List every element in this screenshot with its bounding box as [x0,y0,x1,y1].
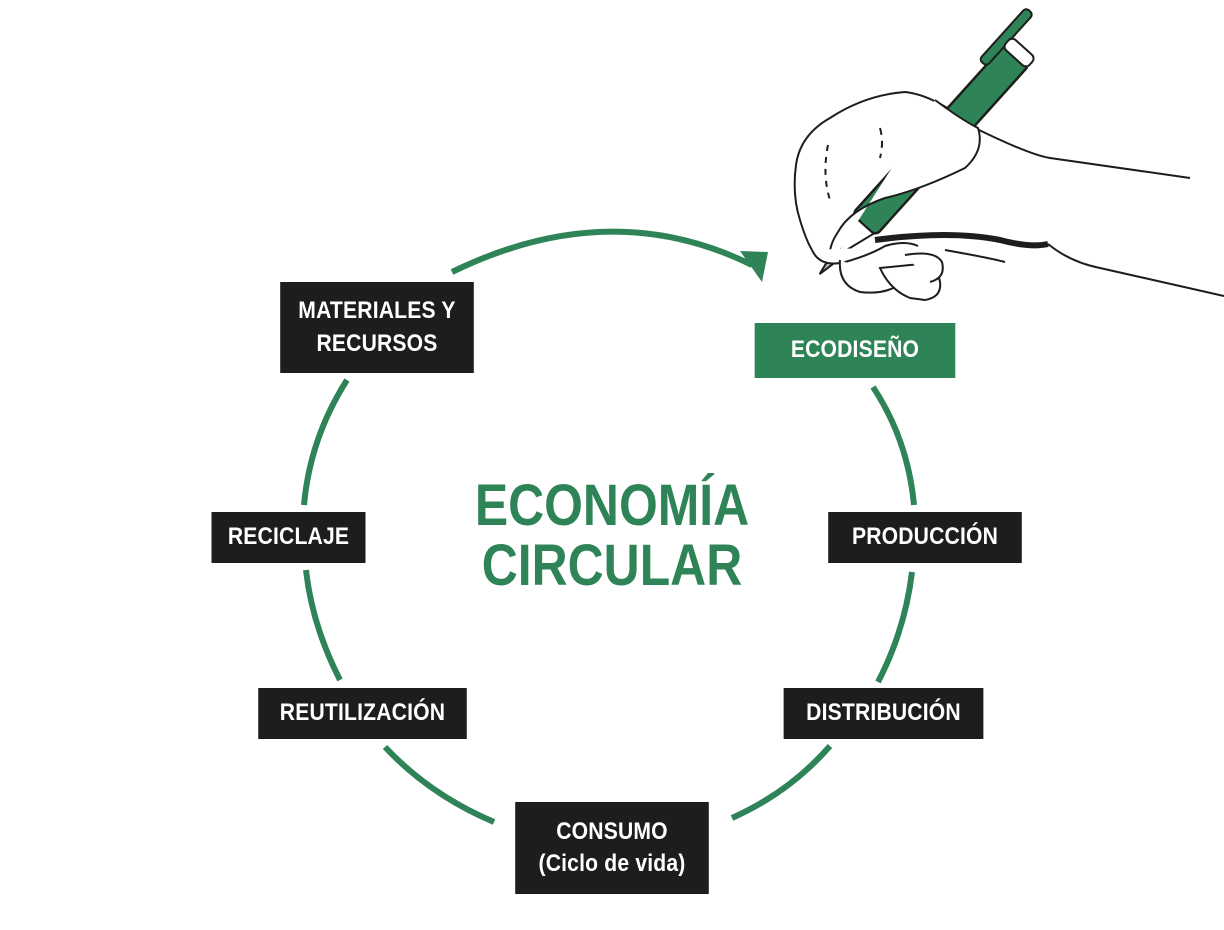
stage-reutilizacion-label: REUTILIZACIÓN [279,699,446,727]
title-line-2: CIRCULAR [481,533,743,598]
stage-reciclaje-label: RECICLAJE [227,523,350,551]
cycle-arrowhead-icon [740,251,768,282]
stage-materiales-y-recursos: MATERIALES Y RECURSOS [280,282,474,373]
stage-produccion-label: PRODUCCIÓN [851,523,999,551]
stage-ecodiseno-label: ECODISEÑO [790,336,920,364]
ring-segment-right-lower [730,744,833,821]
stage-produccion: PRODUCCIÓN [828,512,1022,563]
ring-segment-left-lower [382,744,496,825]
stage-reutilizacion: REUTILIZACIÓN [258,688,467,739]
ring-segment-left-upper [301,378,350,506]
ring-segment-right-upper [870,385,917,506]
hand-holding-pen-icon [793,8,1224,302]
stage-distribucion-label: DISTRIBUCIÓN [806,699,961,727]
cycle-ring [301,228,917,825]
stage-consumo-line-1: CONSUMO [556,817,668,845]
stage-materiales-line-2: RECURSOS [316,329,438,357]
diagram-title: ECONOMÍA CIRCULAR [440,476,784,596]
ring-segment-top [450,228,754,275]
title-line-1: ECONOMÍA [474,473,750,538]
ring-segment-left-middle [303,569,343,682]
stage-ecodiseno: ECODISEÑO [754,323,956,378]
stage-distribucion: DISTRIBUCIÓN [783,688,984,739]
stage-consumo-line-2: (Ciclo de vida) [538,850,686,877]
stage-consumo: CONSUMO (Ciclo de vida) [515,802,709,894]
stage-reciclaje: RECICLAJE [211,512,366,563]
stage-materiales-line-1: MATERIALES Y [298,297,456,325]
ring-segment-right-middle [875,571,915,684]
